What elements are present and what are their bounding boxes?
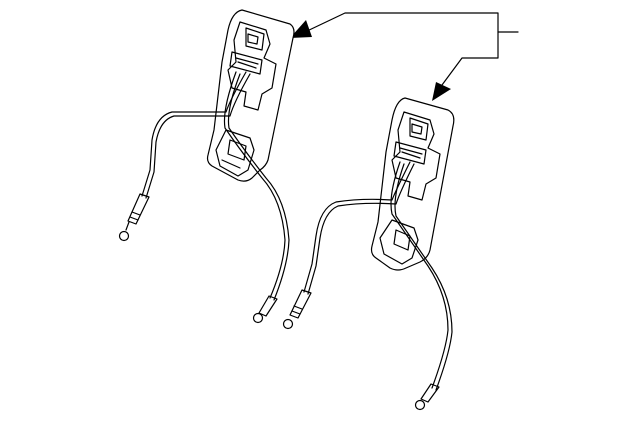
left-lower-block [215,129,255,177]
right-short-cable-tip [282,318,294,330]
right-cable-long [390,161,449,389]
right-latch-assembly [282,97,455,411]
callout-leader [290,12,519,101]
left-cable-long [223,71,286,299]
left-short-cable-tip [118,230,130,242]
right-upper-block [391,111,441,201]
right-long-cable-tip [414,399,426,411]
left-latch-assembly [118,9,295,324]
left-long-cable-tip [252,312,264,324]
right-latch-plate [370,97,455,271]
arrow-head-left [290,20,312,38]
right-lower-block [379,219,419,265]
left-latch-plate [206,9,295,182]
right-short-cable-end [289,289,312,319]
right-long-cable-end [420,383,440,403]
arrow-head-right [432,82,451,101]
left-long-cable-end [258,295,278,317]
left-cable-short [141,71,247,197]
left-upper-block [227,21,277,111]
right-cable-short [303,161,411,293]
